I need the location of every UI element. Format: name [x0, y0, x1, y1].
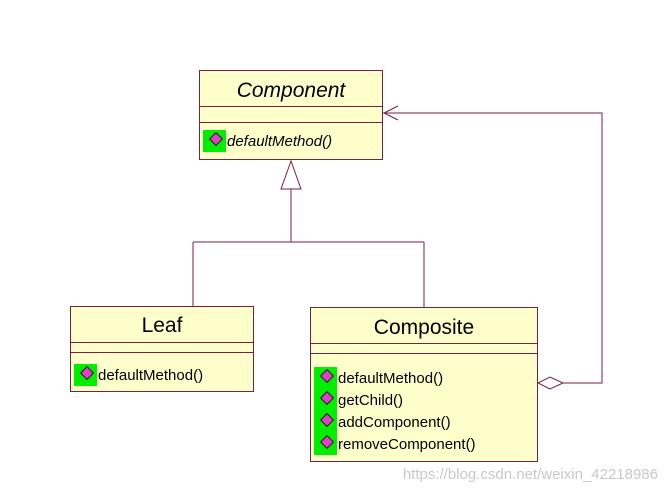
composite-attributes-divider — [311, 343, 537, 344]
component-operations: defaultMethod() — [203, 130, 332, 152]
composite-operations-divider — [311, 353, 537, 354]
leaf-attributes-divider — [71, 342, 253, 343]
operation-item[interactable]: defaultMethod() — [74, 364, 203, 386]
component-class-name: Component — [236, 79, 346, 102]
operation-label: defaultMethod() — [98, 366, 204, 384]
component-attributes-divider — [200, 106, 382, 107]
operation-label: addComponent() — [338, 413, 451, 431]
public-operation-icon — [314, 389, 337, 411]
aggregation-line — [383, 112, 603, 384]
operation-item[interactable]: defaultMethod() — [314, 367, 476, 389]
watermark-text: https://blog.csdn.net/weixin_42218986 — [402, 466, 658, 483]
leaf-operations: defaultMethod() — [74, 364, 203, 386]
operation-item[interactable]: getChild() — [314, 389, 476, 411]
leaf-operations-divider — [71, 352, 253, 353]
composite-class-name: Composite — [373, 316, 475, 339]
operation-label: defaultMethod() — [227, 132, 333, 150]
leaf-class-name: Leaf — [141, 314, 183, 337]
public-operation-icon — [203, 130, 226, 152]
component-class[interactable]: Component defaultMethod() — [199, 70, 383, 160]
operation-item[interactable]: defaultMethod() — [203, 130, 332, 152]
operation-item[interactable]: removeComponent() — [314, 433, 476, 455]
leaf-class[interactable]: Leaf defaultMethod() — [70, 306, 254, 392]
operation-label: defaultMethod() — [338, 369, 444, 387]
public-operation-icon — [314, 433, 337, 455]
composite-operations: defaultMethod() getChild() addComponent(… — [314, 367, 476, 455]
public-operation-icon — [314, 411, 337, 433]
operation-label: getChild() — [338, 391, 404, 409]
aggregation-diamond — [536, 376, 565, 390]
aggregation-open-arrowhead — [382, 105, 399, 121]
generalization-arrowhead — [280, 159, 302, 190]
operation-label: removeComponent() — [338, 435, 476, 453]
composite-class[interactable]: Composite defaultMethod() getChild() add… — [310, 307, 538, 462]
public-operation-icon — [314, 367, 337, 389]
component-operations-divider — [200, 122, 382, 123]
public-operation-icon — [74, 364, 97, 386]
operation-item[interactable]: addComponent() — [314, 411, 476, 433]
